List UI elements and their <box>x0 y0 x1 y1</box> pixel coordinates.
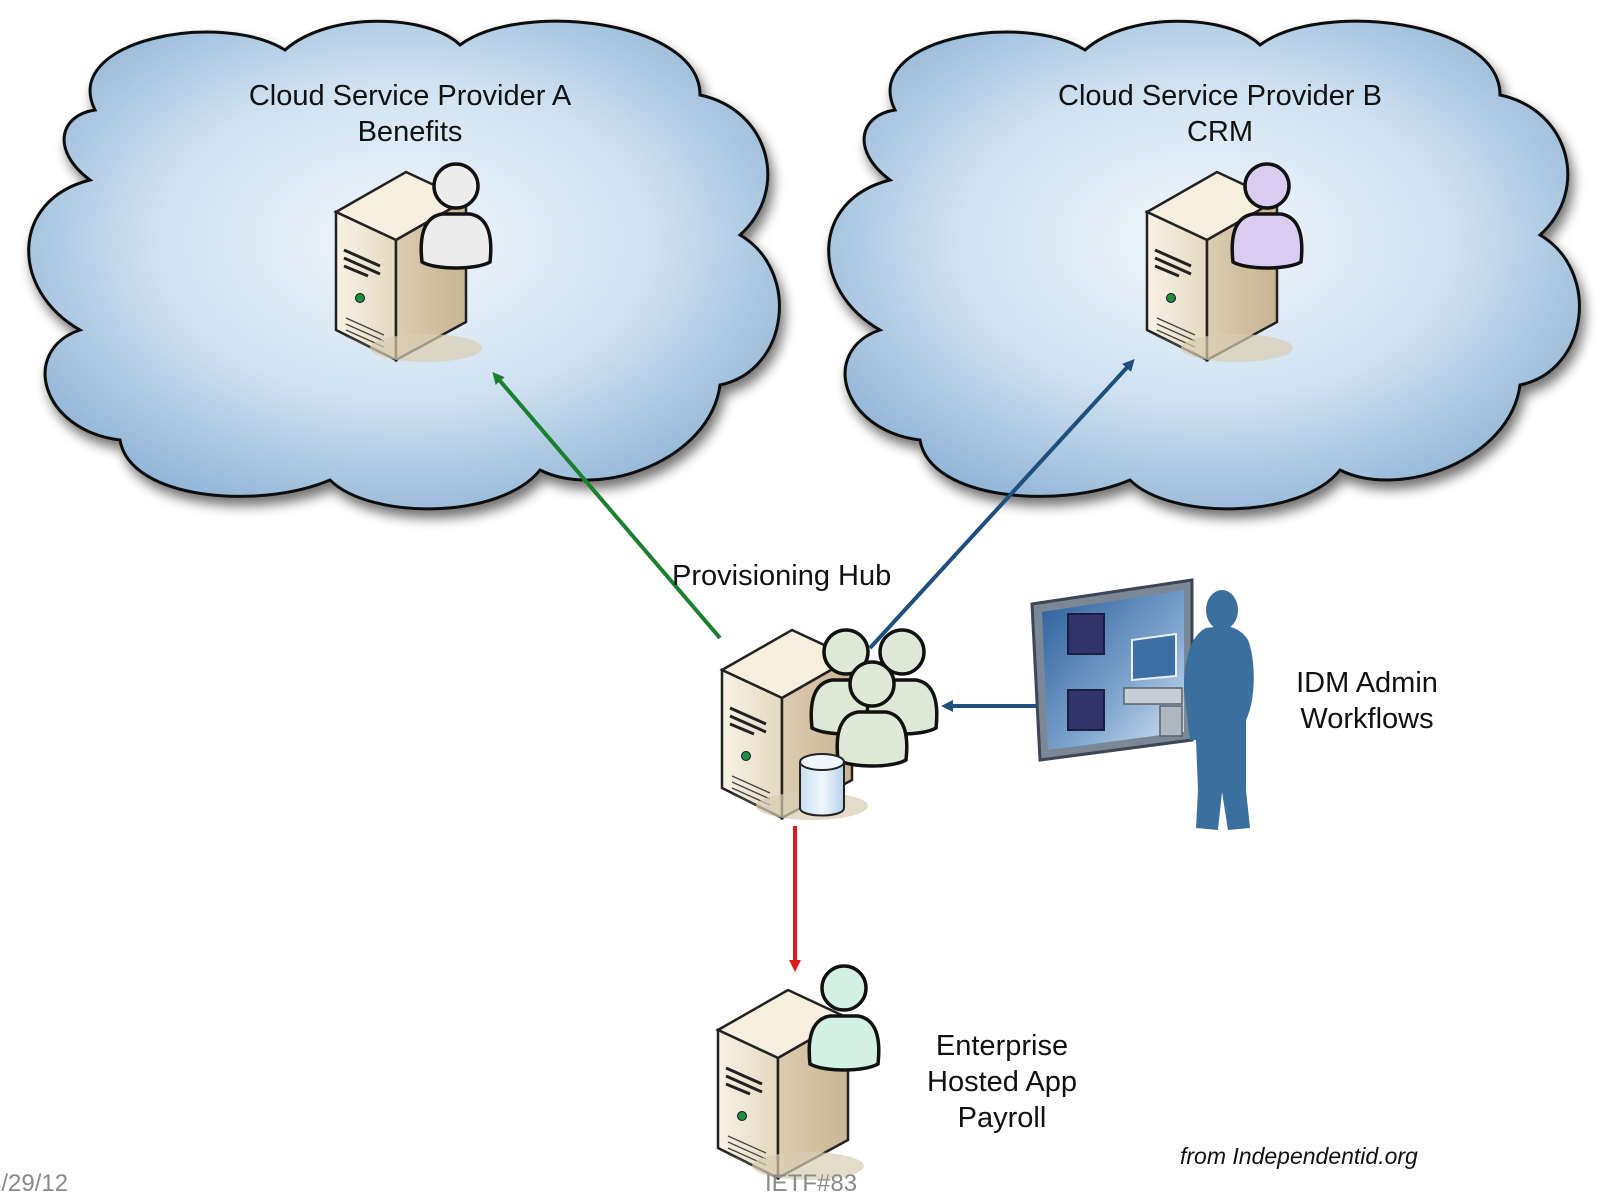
provider-b-subtitle: CRM <box>1186 116 1254 148</box>
enterprise-server-icon <box>716 964 881 1182</box>
enterprise-line-3: Payroll <box>957 1102 1047 1134</box>
idm-admin-line-1: IDM Admin <box>1296 667 1438 699</box>
admin-screen-icon <box>1030 578 1194 762</box>
footer-event: IETF#83 <box>765 1170 858 1197</box>
edge-hub-to-provider-a <box>492 371 722 640</box>
provider-a-subtitle: Benefits <box>357 116 463 148</box>
enterprise-label: Enterprise Hosted App Payroll <box>902 1028 1102 1136</box>
footer-date: 3/29/12 <box>0 1170 69 1197</box>
provider-b-label: Cloud Service Provider B CRM <box>1010 78 1430 150</box>
idm-admin-label: IDM Admin Workflows <box>1272 665 1462 737</box>
idm-admin-line-2: Workflows <box>1300 703 1434 735</box>
provider-a-label: Cloud Service Provider A Benefits <box>200 78 620 150</box>
source-note: from Independentid.org <box>1180 1143 1418 1169</box>
provider-a-title: Cloud Service Provider A <box>248 80 572 112</box>
database-icon <box>799 753 845 817</box>
admin-person-icon <box>1184 590 1254 830</box>
enterprise-line-2: Hosted App <box>927 1066 1077 1098</box>
enterprise-line-1: Enterprise <box>935 1030 1069 1062</box>
hub-label: Provisioning Hub <box>672 560 892 592</box>
provider-b-title: Cloud Service Provider B <box>1058 80 1382 112</box>
edge-hub-to-provider-b <box>868 359 1135 650</box>
